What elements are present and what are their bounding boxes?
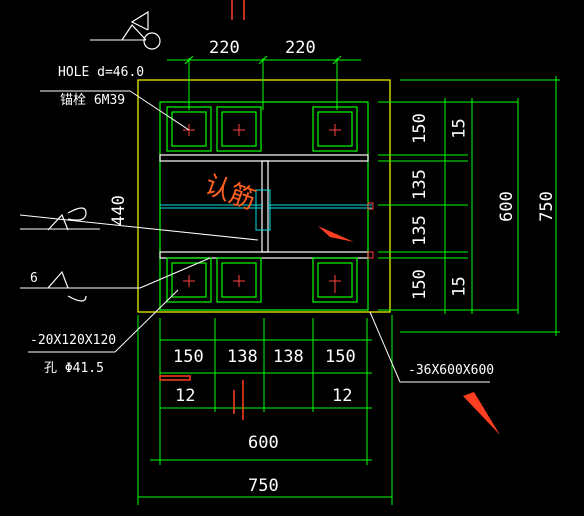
right-dimension-lines xyxy=(378,76,560,336)
dim-left-440: 440 xyxy=(108,195,129,226)
right-markers xyxy=(367,202,374,259)
dim-right-135-b: 135 xyxy=(409,215,430,246)
dim-top-220-a: 220 xyxy=(209,38,240,58)
dim-right-600: 600 xyxy=(496,191,517,222)
note-washer-hole: 孔 Φ41.5 xyxy=(44,361,104,376)
bottom-dimension-lines xyxy=(137,315,393,505)
plate-600-outline xyxy=(159,101,369,311)
note-plate-washer: -20X120X120 xyxy=(30,333,117,348)
note-base-plate: -36X600X600 xyxy=(408,363,495,378)
dim-right-750: 750 xyxy=(536,191,557,222)
left-callout-symbols xyxy=(47,207,87,302)
dim-right-15-b: 15 xyxy=(449,276,470,297)
column-section xyxy=(159,154,369,259)
dim-bottom-600: 600 xyxy=(248,433,279,453)
red-markup-strokes xyxy=(159,0,245,420)
dim-top-220-b: 220 xyxy=(285,38,316,58)
note-anchor: 锚栓 6M39 xyxy=(60,93,126,108)
dim-right-150-b: 150 xyxy=(409,269,430,300)
dim-right-135-a: 135 xyxy=(409,169,430,200)
dim-bottom-150-b: 150 xyxy=(325,347,356,367)
dim-right-15-a: 15 xyxy=(449,118,470,139)
dim-bottom-150-a: 150 xyxy=(173,347,204,367)
note-callout-6: 6 xyxy=(30,271,38,286)
stiffeners xyxy=(160,189,372,231)
base-plate-outline xyxy=(137,79,391,313)
note-hole: HOLE d=46.0 xyxy=(58,65,145,80)
dim-bottom-138-a: 138 xyxy=(227,347,258,367)
weld-symbol xyxy=(121,10,161,50)
dim-bottom-750: 750 xyxy=(248,476,279,496)
dim-bottom-12-a: 12 xyxy=(175,386,196,406)
top-dimension-lines xyxy=(167,55,361,110)
dim-bottom-138-b: 138 xyxy=(273,347,304,367)
dim-bottom-12-b: 12 xyxy=(332,386,353,406)
note-leaders xyxy=(19,39,490,383)
dim-right-150-a: 150 xyxy=(409,113,430,144)
red-arrow-icon xyxy=(318,226,500,435)
